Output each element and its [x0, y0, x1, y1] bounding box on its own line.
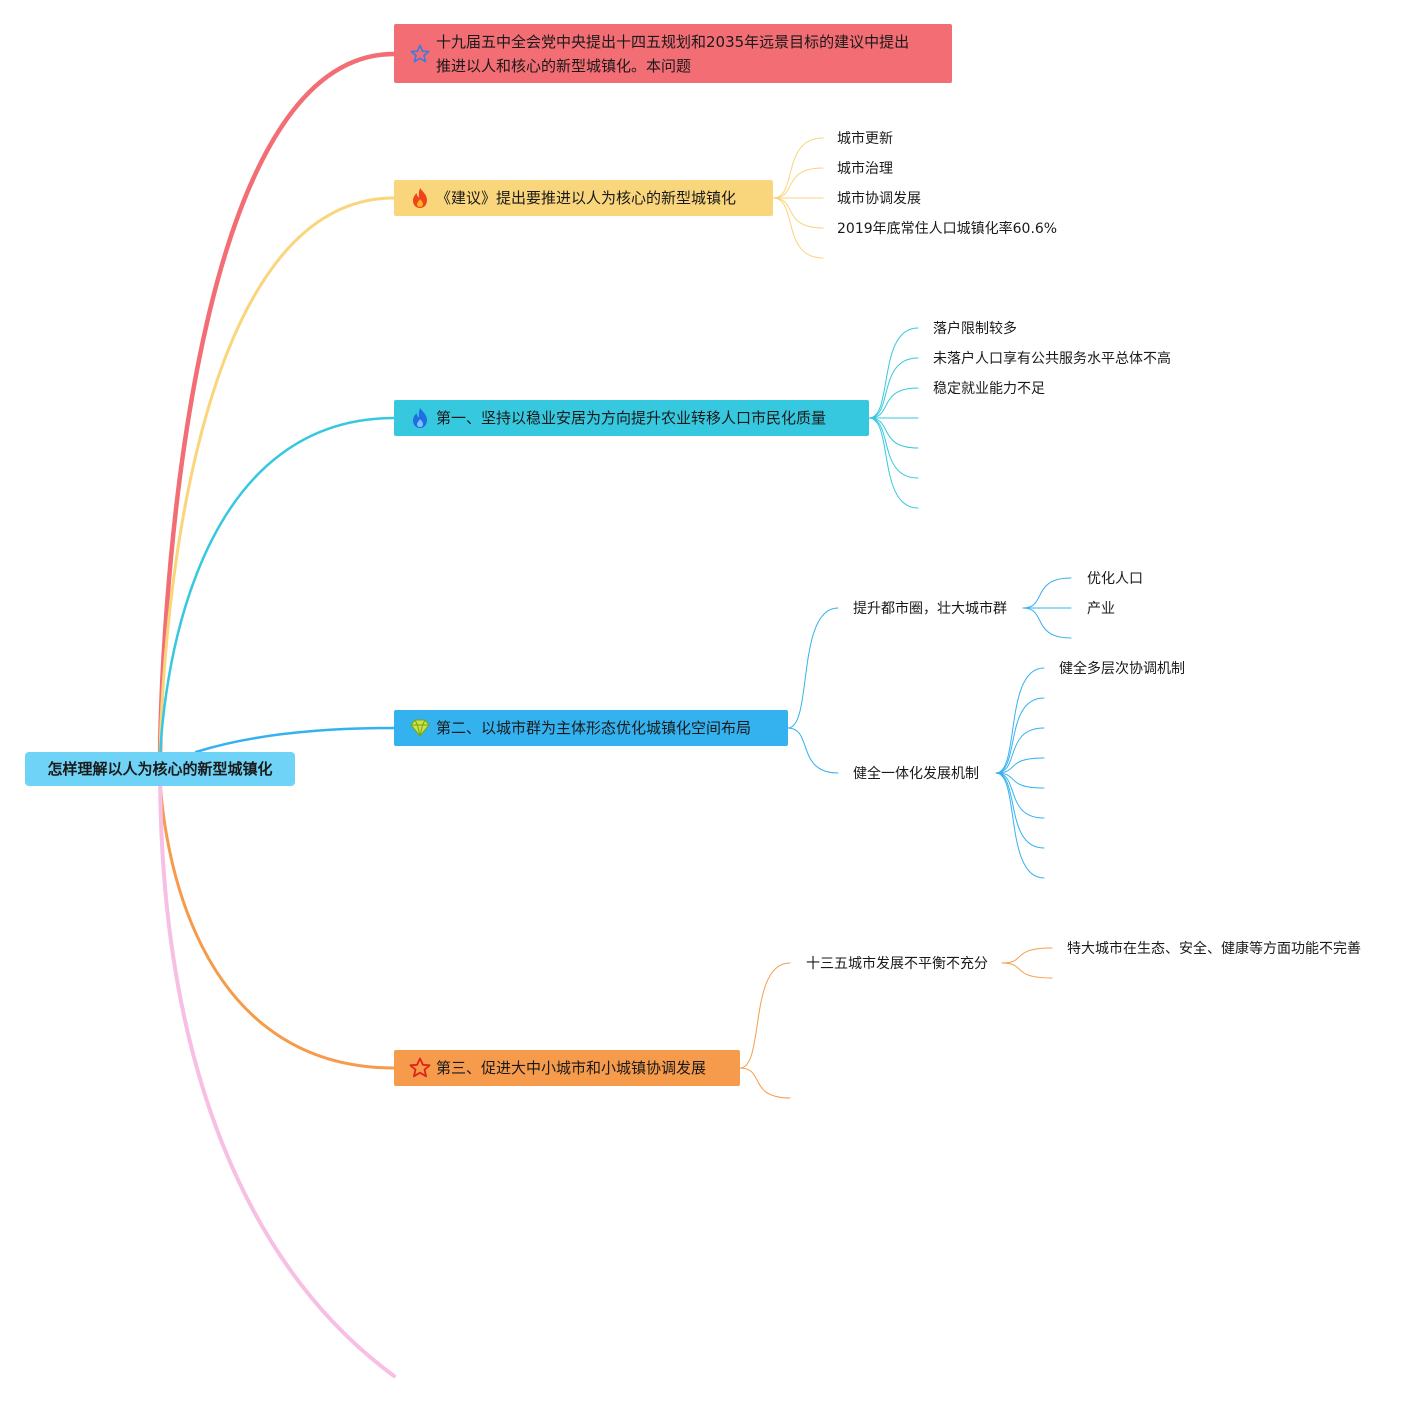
connector-b2-child-1: [772, 167, 824, 199]
subtopic-city-governance[interactable]: 城市治理: [837, 157, 893, 181]
connector-b3-child-2: [868, 387, 919, 419]
connector-branch-3: [158, 416, 396, 771]
subtopic-public-services[interactable]: 未落户人口享有公共服务水平总体不高: [933, 347, 1171, 371]
connector-b4-child-0: [787, 607, 839, 729]
subtopic-industry[interactable]: 产业: [1087, 597, 1115, 621]
branch-2-topic[interactable]: 《建议》提出要推进以人为核心的新型城镇化: [394, 180, 773, 216]
connector-b2-child-4: [772, 197, 824, 259]
root-topic[interactable]: 怎样理解以人为核心的新型城镇化: [25, 752, 295, 786]
branch-3-label: 第一、坚持以稳业安居为方向提升农业转移人口市民化质量: [436, 409, 827, 427]
connector-b2-child-3: [772, 197, 824, 229]
subtopic-label: 健全多层次协调机制: [1059, 661, 1185, 677]
connector-b4-sub2-child-0: [995, 667, 1045, 774]
fire-icon: [408, 186, 432, 210]
subtopic-employment[interactable]: 稳定就业能力不足: [933, 377, 1045, 401]
subtopic-label: 优化人口: [1087, 571, 1143, 587]
subtopic-integration-mechanism[interactable]: 健全一体化发展机制: [853, 762, 979, 786]
subtopic-optimize-population[interactable]: 优化人口: [1087, 567, 1143, 591]
subtopic-label: 提升都市圈，壮大城市群: [853, 601, 1007, 617]
subtopic-label: 未落户人口享有公共服务水平总体不高: [933, 351, 1171, 367]
connector-b4-sub2-child-2: [995, 727, 1045, 774]
connector-b5-sub-child-1: [1001, 962, 1053, 979]
subtopic-label: 特大城市在生态、安全、健康等方面功能不完善: [1067, 941, 1361, 957]
root-topic-label: 怎样理解以人为核心的新型城镇化: [47, 760, 273, 778]
connector-b5-sub-child-0: [1001, 947, 1053, 964]
connector-b3-child-5: [868, 417, 919, 479]
connector-b2-child-0: [772, 137, 824, 199]
subtopic-label: 城市协调发展: [837, 191, 921, 207]
branch-2-label: 《建议》提出要推进以人为核心的新型城镇化: [436, 189, 737, 207]
subtopic-multilevel-coordination[interactable]: 健全多层次协调机制: [1059, 657, 1185, 681]
blue-flame-icon: [408, 406, 432, 430]
diamond-icon: [408, 716, 432, 740]
subtopic-label: 产业: [1087, 601, 1115, 617]
connector-b4-sub2-child-7: [995, 772, 1045, 879]
connector-b3-child-0: [868, 327, 919, 419]
subtopic-unbalanced-development[interactable]: 十三五城市发展不平衡不充分: [806, 952, 988, 976]
connector-b4-sub2-child-5: [995, 772, 1045, 819]
connector-b3-child-1: [868, 357, 919, 419]
branch-4-label: 第二、以城市群为主体形态优化城镇化空间布局: [436, 719, 752, 737]
branch-1-label-line-2: 推进以人和核心的新型城镇化。本问题: [436, 56, 692, 75]
subtopic-household-restriction[interactable]: 落户限制较多: [933, 317, 1017, 341]
connector-branch-4: [194, 726, 396, 754]
connector-branch-1: [157, 51, 397, 772]
connector-b4-sub1-child-0: [1022, 577, 1072, 609]
subtopic-label: 城市更新: [837, 131, 893, 147]
subtopic-city-renewal[interactable]: 城市更新: [837, 127, 893, 151]
subtopic-city-coordination[interactable]: 城市协调发展: [837, 187, 921, 211]
branch-1-label-line-1: 十九届五中全会党中央提出十四五规划和2035年远景目标的建议中提出: [436, 32, 910, 51]
subtopic-metropolitan-circle[interactable]: 提升都市圈，壮大城市群: [853, 597, 1007, 621]
connector-b5-child-1: [739, 1067, 791, 1099]
branch-4-topic[interactable]: 第二、以城市群为主体形态优化城镇化空间布局: [394, 710, 788, 746]
branch-5-topic[interactable]: 第三、促进大中小城市和小城镇协调发展: [394, 1050, 740, 1086]
star-outline-icon: [408, 42, 432, 66]
subtopic-label: 十三五城市发展不平衡不充分: [806, 956, 988, 972]
subtopic-label: 城市治理: [837, 161, 893, 177]
connector-b3-child-4: [868, 417, 919, 449]
subtopic-megacity-functions[interactable]: 特大城市在生态、安全、健康等方面功能不完善: [1067, 937, 1361, 961]
branch-5-label: 第三、促进大中小城市和小城镇协调发展: [436, 1059, 707, 1077]
connector-b4-sub2-child-3: [995, 757, 1045, 774]
connector-b4-child-1: [787, 727, 839, 774]
branch-3-topic[interactable]: 第一、坚持以稳业安居为方向提升农业转移人口市民化质量: [394, 400, 869, 436]
connector-b3-child-6: [868, 417, 919, 509]
subtopic-label: 稳定就业能力不足: [933, 381, 1045, 397]
connector-b4-sub1-child-2: [1022, 607, 1072, 639]
connector-branch-5: [158, 767, 396, 1070]
connector-b4-sub2-child-4: [995, 772, 1045, 789]
connector-b4-sub2-child-1: [995, 697, 1045, 774]
branch-1-topic[interactable]: 十九届五中全会党中央提出十四五规划和2035年远景目标的建议中提出 推进以人和核…: [394, 24, 952, 83]
connector-b5-child-0: [739, 962, 791, 1069]
subtopic-label: 健全一体化发展机制: [853, 766, 979, 782]
star-red-icon: [408, 1056, 432, 1080]
subtopic-label: 落户限制较多: [933, 321, 1017, 337]
subtopic-label: 2019年底常住人口城镇化率60.6%: [837, 221, 1058, 237]
connector-branch-2: [158, 196, 396, 771]
subtopic-urbanization-rate[interactable]: 2019年底常住人口城镇化率60.6%: [837, 217, 1057, 241]
connector-branch-6: [158, 767, 396, 1378]
